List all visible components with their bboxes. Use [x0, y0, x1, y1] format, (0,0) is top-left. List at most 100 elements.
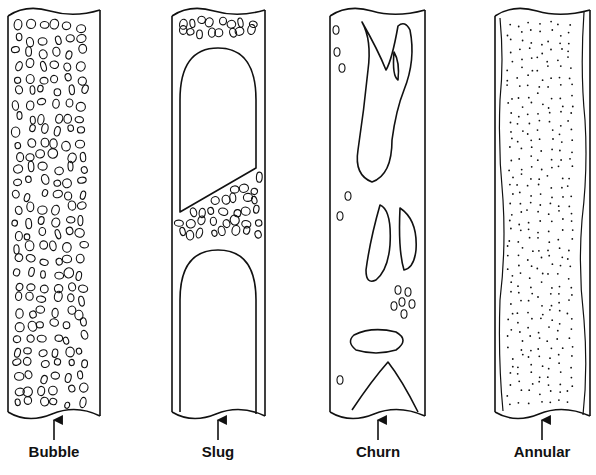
bubble: [62, 255, 72, 264]
bubble: [38, 38, 47, 46]
droplet: [559, 384, 561, 386]
droplet: [562, 106, 564, 108]
regime-label: Annular: [514, 444, 571, 461]
droplet: [558, 205, 560, 207]
bubble: [54, 229, 62, 240]
gas-region: [357, 22, 412, 182]
droplet: [557, 59, 559, 61]
bubble: [37, 114, 45, 125]
bubble: [48, 386, 57, 395]
bubble: [26, 75, 34, 84]
droplet: [522, 130, 524, 132]
bubble: [41, 123, 49, 134]
bubble: [27, 202, 34, 212]
droplet: [571, 220, 573, 222]
bubble: [49, 397, 58, 405]
droplet: [561, 187, 563, 189]
droplet: [571, 83, 573, 85]
bubble: [337, 212, 343, 220]
droplet: [530, 287, 532, 289]
bubble: [25, 218, 32, 229]
bubble: [81, 84, 89, 94]
droplet: [541, 169, 543, 171]
droplet: [568, 32, 570, 34]
droplet: [551, 319, 553, 321]
bubble: [25, 240, 35, 251]
droplet: [558, 362, 560, 364]
bubble: [64, 373, 72, 383]
droplet: [571, 385, 573, 387]
bubble: [40, 77, 48, 84]
droplet: [541, 305, 543, 307]
droplet: [572, 165, 574, 167]
droplet: [519, 192, 521, 194]
droplet: [518, 265, 520, 267]
bubble: [237, 18, 244, 28]
bubble: [61, 141, 71, 152]
bubble: [51, 372, 60, 379]
bubble: [55, 114, 64, 125]
bubble: [230, 185, 240, 193]
bubble: [41, 271, 46, 278]
droplet: [507, 245, 509, 247]
droplet: [558, 165, 560, 167]
droplet: [562, 347, 564, 349]
bubble: [399, 298, 405, 306]
bubble: [49, 318, 59, 327]
bubble: [25, 153, 34, 162]
droplet: [551, 287, 553, 289]
droplet: [560, 65, 562, 67]
droplet: [529, 123, 531, 125]
droplet: [570, 112, 572, 114]
bubble: [80, 241, 89, 248]
regime-label: Bubble: [29, 444, 80, 461]
bubble: [26, 283, 35, 291]
droplet: [521, 31, 523, 33]
gas-region: [394, 52, 399, 80]
bubble: [54, 89, 61, 96]
droplet: [571, 294, 573, 296]
droplet: [537, 296, 539, 298]
bubble: [69, 85, 75, 95]
bubble: [189, 207, 198, 217]
bubble: [215, 28, 224, 37]
droplet: [571, 238, 573, 240]
droplet: [517, 322, 519, 324]
bubble: [26, 101, 34, 111]
bubble: [186, 28, 195, 36]
droplet: [559, 133, 561, 135]
droplet: [547, 41, 549, 43]
droplet: [518, 116, 520, 118]
droplet: [518, 158, 520, 160]
bubble: [210, 196, 220, 205]
bubble: [62, 178, 72, 188]
bubble: [64, 114, 72, 123]
droplet: [571, 139, 573, 141]
droplet: [559, 323, 561, 325]
droplet: [531, 146, 533, 148]
droplet: [537, 237, 539, 239]
bubble: [49, 18, 60, 30]
droplet: [526, 209, 528, 211]
bubble: [15, 283, 24, 292]
bubble: [52, 308, 59, 318]
droplet: [549, 401, 551, 403]
bubble: [13, 335, 21, 343]
droplet: [559, 98, 561, 100]
droplet: [530, 178, 532, 180]
droplet: [521, 59, 523, 61]
bubble: [333, 26, 339, 34]
droplet: [537, 348, 539, 350]
droplet: [538, 250, 540, 252]
bubble: [40, 174, 50, 186]
bubble: [179, 227, 186, 236]
droplet: [506, 84, 508, 86]
droplet: [527, 74, 529, 76]
bubble: [24, 348, 32, 355]
droplet: [567, 185, 569, 187]
droplet: [560, 125, 562, 127]
droplet: [522, 354, 524, 356]
droplet: [551, 149, 553, 151]
droplet: [510, 281, 512, 283]
bubble: [197, 30, 203, 39]
